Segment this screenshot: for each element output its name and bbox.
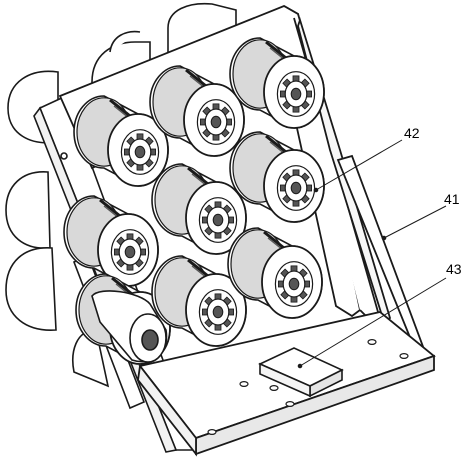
rear-cylinder-top-right (109, 30, 141, 53)
gear-center (212, 213, 224, 227)
motor-r3-c2 (151, 255, 247, 347)
gear-center (212, 305, 224, 319)
rear-cylinder-left-3 (5, 247, 57, 331)
callouts (297, 139, 447, 369)
gear-center (124, 245, 136, 259)
motor-gear-hub (277, 265, 311, 303)
motor-gear-hub (201, 201, 235, 239)
motor-clamp-band (265, 40, 287, 60)
motor-clamp-band (109, 98, 131, 118)
motor-r3-c3 (227, 227, 323, 319)
motor-r1-c2 (149, 65, 245, 157)
base-hole (269, 385, 279, 392)
base-hole (239, 381, 249, 388)
rear-cylinder-left-2 (5, 171, 51, 249)
base-hole (285, 401, 295, 408)
leader-dot-41 (381, 235, 387, 241)
motor-gear-hub (199, 103, 233, 141)
lower-partial-motor-hub (141, 329, 159, 351)
base-hole (207, 429, 217, 436)
motor-gear-hub (279, 75, 313, 113)
motor-gear-hub (114, 233, 147, 271)
leader-line-42 (315, 139, 403, 191)
base-plate-left (137, 363, 197, 457)
gear-center (290, 87, 302, 101)
motor-r2-c2 (151, 163, 247, 255)
leader-line-43 (299, 277, 447, 367)
motor-clamp-band (187, 166, 209, 186)
leader-dot-43 (297, 363, 303, 369)
gear-center (134, 145, 146, 159)
gear-center (210, 115, 222, 129)
motor-clamp-band (187, 258, 209, 278)
motor-r2-c3 (229, 131, 325, 223)
side-plate-hole-top (60, 152, 68, 160)
motor-clamp-band (263, 230, 285, 250)
gear-center (290, 181, 302, 195)
label-41: 41 (444, 191, 460, 207)
label-42: 42 (404, 125, 420, 141)
base-hole (367, 339, 377, 346)
motor-r2-c1 (63, 195, 159, 287)
leader-line-41 (383, 205, 447, 239)
motor-clamp-band (99, 198, 121, 218)
motor-r1-c3 (229, 37, 325, 129)
motor-gear-hub (201, 293, 235, 331)
gear-center (288, 277, 300, 291)
motor-gear-hub (279, 169, 313, 207)
lower-partial-motor (91, 290, 168, 363)
base-hole (399, 353, 409, 360)
motor-r1-c1 (73, 95, 169, 187)
motor-clamp-band (265, 134, 287, 154)
leader-dot-42 (313, 187, 319, 193)
motor-gear-hub (124, 133, 157, 171)
block-left (259, 362, 311, 398)
motor-clamp-band (185, 68, 207, 88)
label-43: 43 (446, 261, 462, 277)
base-plate-holes (207, 339, 409, 436)
motor-clamp-band (111, 276, 133, 296)
